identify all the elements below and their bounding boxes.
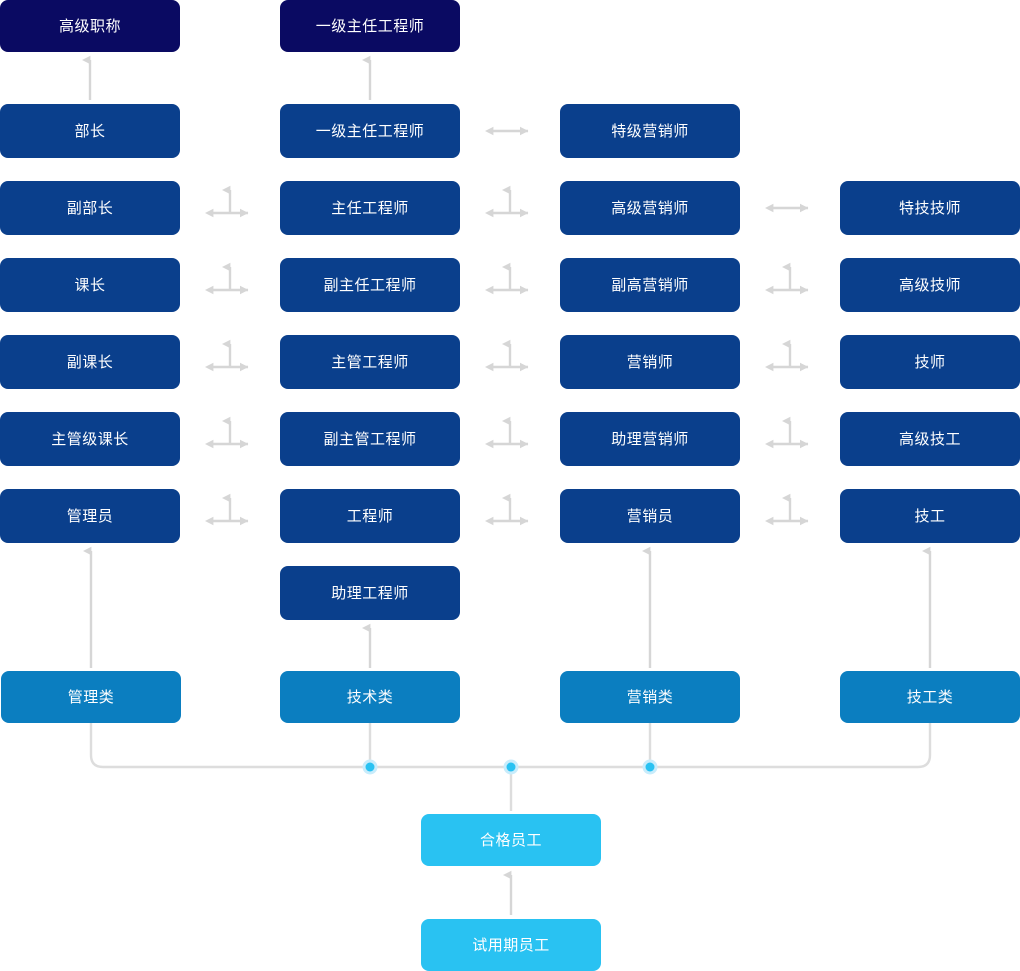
n-assistant-engineer[interactable]: 助理工程师 <box>280 566 460 620</box>
n-probation-employee-label: 试用期员工 <box>472 936 550 954</box>
n-cat-management-label: 管理类 <box>67 688 115 706</box>
tri-arrow-row3-col3-col4 <box>764 262 809 295</box>
tri-arrow-row3-col2-col3 <box>484 262 529 295</box>
tri-arrow-row6-col1-col2 <box>204 493 249 526</box>
tri-arrow-row6-col2-col3 <box>484 493 529 526</box>
tri-arrow-row2-col1-col2 <box>204 185 249 218</box>
n-kezhang[interactable]: 课长 <box>0 258 180 312</box>
junction-dot-marketing <box>642 759 658 775</box>
n-special-technician[interactable]: 特技技师 <box>840 181 1020 235</box>
n-technician-label: 技师 <box>914 353 946 371</box>
n-deputy-supervising-eng-label: 副主管工程师 <box>323 430 417 448</box>
n-cat-technical-label: 技术类 <box>346 688 394 706</box>
n-assistant-marketer[interactable]: 助理营销师 <box>560 412 740 466</box>
tri-arrow-row5-col1-col2 <box>204 416 249 449</box>
n-special-marketer-label: 特级营销师 <box>611 122 689 140</box>
n-level1-chief-eng-label: 一级主任工程师 <box>315 122 425 140</box>
n-deputy-supervising-eng[interactable]: 副主管工程师 <box>280 412 460 466</box>
n-fu-kezhang[interactable]: 副课长 <box>0 335 180 389</box>
n-level1-chief-eng[interactable]: 一级主任工程师 <box>280 104 460 158</box>
n-skilled-worker[interactable]: 技工 <box>840 489 1020 543</box>
n-deputy-chief-eng-label: 副主任工程师 <box>323 276 417 294</box>
n-engineer[interactable]: 工程师 <box>280 489 460 543</box>
n-supervisor-kezhang-label: 主管级课长 <box>51 430 129 448</box>
n-senior-technician-label: 高级技师 <box>898 276 961 294</box>
tri-arrow-row6-col3-col4 <box>764 493 809 526</box>
n-cat-technical[interactable]: 技术类 <box>280 671 460 723</box>
n-special-technician-label: 特技技师 <box>898 199 961 217</box>
n-guanliyuan[interactable]: 管理员 <box>0 489 180 543</box>
n-marketing-staff-label: 营销员 <box>626 507 674 525</box>
n-qualified-employee-label: 合格员工 <box>479 831 542 849</box>
n-senior-title-label: 高级职称 <box>58 17 121 35</box>
n-buzhang[interactable]: 部长 <box>0 104 180 158</box>
n-marketer-label: 营销师 <box>626 353 674 371</box>
n-senior-technician[interactable]: 高级技师 <box>840 258 1020 312</box>
n-cat-skilled[interactable]: 技工类 <box>840 671 1020 723</box>
n-level1-chief-eng-top-label: 一级主任工程师 <box>315 17 425 35</box>
n-probation-employee[interactable]: 试用期员工 <box>421 919 601 971</box>
n-supervising-eng-label: 主管工程师 <box>331 353 409 371</box>
n-cat-management[interactable]: 管理类 <box>1 671 181 723</box>
tri-arrow-row3-col1-col2 <box>204 262 249 295</box>
n-cat-marketing-label: 营销类 <box>626 688 674 706</box>
n-chief-eng[interactable]: 主任工程师 <box>280 181 460 235</box>
n-marketer[interactable]: 营销师 <box>560 335 740 389</box>
tri-arrow-row4-col1-col2 <box>204 339 249 372</box>
tri-arrow-row5-col2-col3 <box>484 416 529 449</box>
n-assistant-marketer-label: 助理营销师 <box>611 430 689 448</box>
n-cat-skilled-label: 技工类 <box>906 688 954 706</box>
n-special-marketer[interactable]: 特级营销师 <box>560 104 740 158</box>
tri-arrow-row4-col2-col3 <box>484 339 529 372</box>
n-senior-title[interactable]: 高级职称 <box>0 0 180 52</box>
n-skilled-worker-label: 技工 <box>914 507 946 525</box>
tri-arrow-row4-col3-col4 <box>764 339 809 372</box>
n-supervisor-kezhang[interactable]: 主管级课长 <box>0 412 180 466</box>
n-marketing-staff[interactable]: 营销员 <box>560 489 740 543</box>
junction-dot-technical <box>362 759 378 775</box>
n-kezhang-label: 课长 <box>74 276 106 294</box>
n-buzhang-label: 部长 <box>74 122 106 140</box>
n-technician[interactable]: 技师 <box>840 335 1020 389</box>
n-level1-chief-eng-top[interactable]: 一级主任工程师 <box>280 0 460 52</box>
n-cat-marketing[interactable]: 营销类 <box>560 671 740 723</box>
n-senior-marketer-label: 高级营销师 <box>611 199 689 217</box>
tri-arrow-row5-col3-col4 <box>764 416 809 449</box>
n-assistant-engineer-label: 助理工程师 <box>331 584 409 602</box>
n-supervising-eng[interactable]: 主管工程师 <box>280 335 460 389</box>
distribution-bracket <box>89 721 932 811</box>
n-senior-skilled-worker[interactable]: 高级技工 <box>840 412 1020 466</box>
n-fu-buzhang-label: 副部长 <box>66 199 114 217</box>
n-senior-marketer[interactable]: 高级营销师 <box>560 181 740 235</box>
n-guanliyuan-label: 管理员 <box>66 507 114 525</box>
n-senior-skilled-worker-label: 高级技工 <box>898 430 961 448</box>
tri-arrow-row2-col2-col3 <box>484 185 529 218</box>
n-fu-buzhang[interactable]: 副部长 <box>0 181 180 235</box>
n-deputy-chief-eng[interactable]: 副主任工程师 <box>280 258 460 312</box>
n-fu-kezhang-label: 副课长 <box>66 353 114 371</box>
n-chief-eng-label: 主任工程师 <box>331 199 409 217</box>
n-qualified-employee[interactable]: 合格员工 <box>421 814 601 866</box>
n-assoc-senior-marketer[interactable]: 副高营销师 <box>560 258 740 312</box>
n-assoc-senior-marketer-label: 副高营销师 <box>611 276 689 294</box>
n-engineer-label: 工程师 <box>346 507 394 525</box>
junction-dot-center <box>503 759 519 775</box>
